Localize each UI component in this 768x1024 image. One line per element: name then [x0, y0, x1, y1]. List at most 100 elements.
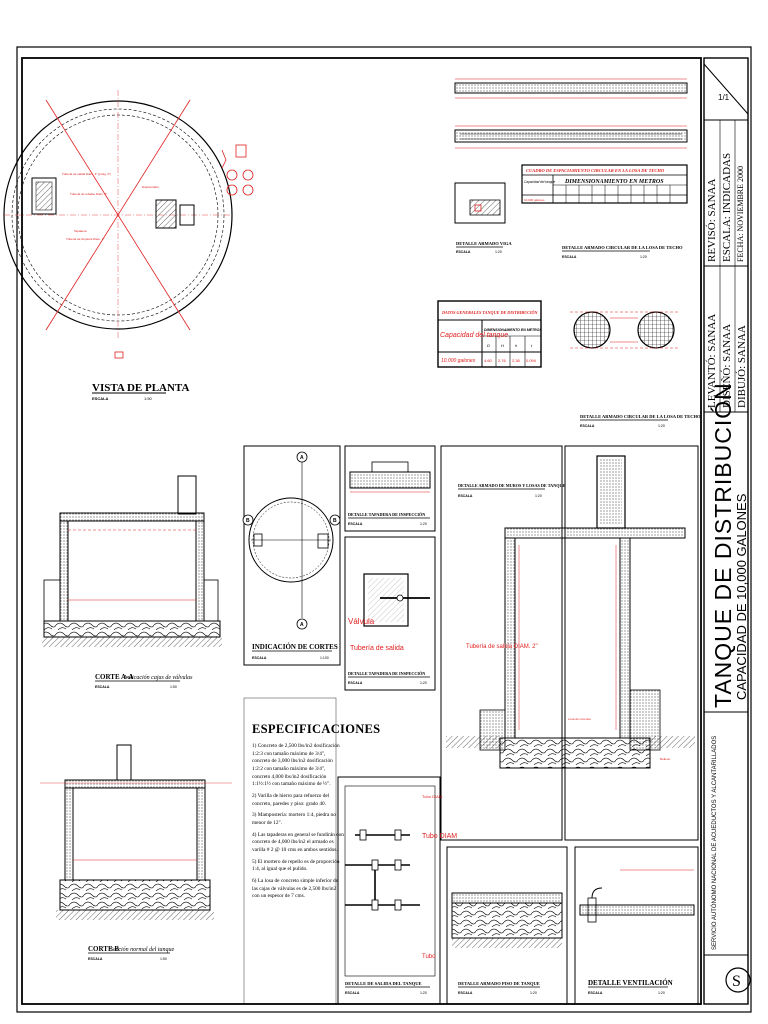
wall-scale: 1:20 [535, 494, 542, 498]
general-sub-header: D [487, 343, 490, 348]
plan-label: Hipoclorador [142, 185, 159, 189]
beam-scale-label: ESCALA [456, 250, 471, 254]
section-a-scale: 1:50 [170, 685, 177, 689]
section-b-title: CORTE B [88, 945, 119, 953]
cut-index-view: A A B B INDICACIÓN DE CORTES ESCALA 1:10… [242, 445, 341, 666]
vent-title: DETALLE VENTILACIÓN [588, 979, 673, 987]
general-row-value: 2.38 [512, 358, 521, 363]
general-sub-header: h [515, 343, 518, 348]
outlet-label: Tubo [422, 954, 436, 960]
plan-view: Tubería de salida Diam. 3" (prolg. 6") T… [3, 90, 233, 401]
spec-item: 2) Varilla de hierro para refuerzo del c… [252, 793, 330, 807]
plan-label: Tubería de salida Diam. 3" (prolg. 6") [62, 172, 111, 176]
lid-top-title: DETALLE TAPADERA DE INSPECCIÓN [348, 512, 425, 517]
plan-title: VISTA DE PLANTA [92, 382, 189, 394]
lid-front-label: Tubería de salida [350, 645, 404, 652]
vent-scale-label: ESCALA [588, 991, 603, 995]
roof-lab-scale: 1:20 [640, 255, 647, 259]
fitting-details [221, 144, 254, 196]
spec-title: ESPECIFICACIONES [252, 722, 381, 736]
beam-scale: 1:20 [495, 250, 502, 254]
lid-front-detail: Válvula Tubería de salida DETALLE TAPADE… [344, 536, 436, 691]
floor-detail: DETALLE ARMADO PISO DE TANQUE ESCALA 1:2… [446, 846, 568, 1005]
lid-front-scale: 1:20 [420, 681, 427, 685]
plan-scale-label: ESCALA [92, 396, 109, 401]
general-data-table: DATOS GENERALES TANQUE DE DISTRIBUCIÓN C… [437, 300, 542, 368]
cut-index-scale-label: ESCALA [252, 656, 267, 660]
floor-scale: 1:20 [530, 991, 537, 995]
cut-marker: B [333, 518, 337, 524]
drawing-capacity: CAPACIDAD DE 10,000 GALONES [734, 493, 749, 700]
roof-slab-sections [454, 78, 688, 149]
plan-label: Tubería de rebalse Diam. 3" [70, 192, 107, 196]
cut-index-title: INDICACIÓN DE CORTES [252, 643, 338, 651]
specifications: ESPECIFICACIONES 1) Concreto de 2,500 lb… [252, 722, 381, 905]
spec-item: 1) Concreto de 2,500 lbs/in2 dosificació… [252, 743, 340, 788]
sheet-number: 1/1 [718, 93, 730, 102]
credit-3: DIBUJÓ: SANAA [736, 325, 748, 408]
beam-detail: DETALLE ARMADO VIGA ESCALA 1:20 [454, 182, 512, 254]
spacing-table: CUADRO DE ESPACIAMIENTO CIRCULAR EN LA L… [521, 164, 688, 204]
section-b-scale: 1:50 [160, 957, 167, 961]
general-row-value: 2.76 [498, 358, 507, 363]
roof-mesh-detail: DETALLE ARMADO CIRCULAR DE LA LOSA DE TE… [562, 245, 701, 428]
wall-label: Relleno [660, 757, 671, 761]
check-1: REVISÓ: SANAA [706, 178, 718, 262]
check-3: FECHA: NOVIEMBRE 2000 [736, 165, 745, 262]
ventilation-detail: DETALLE VENTILACIÓN ESCALA 1:20 [574, 846, 699, 1005]
general-col-dims: DIMENSIONAMIENTO EN METROS [484, 328, 542, 332]
spec-item: 3) Mampostería: mortero 1:4, piedra no m… [252, 812, 336, 827]
floor-title: DETALLE ARMADO PISO DE TANQUE [458, 981, 540, 986]
wall-label: Losa de concreto [568, 717, 591, 721]
roof-lab-title: DETALLE ARMADO CIRCULAR DE LA LOSA DE TE… [562, 245, 683, 250]
logo-letter: S [732, 973, 741, 990]
lid-top-detail: DETALLE TAPADERA DE INSPECCIÓN ESCALA 1:… [344, 445, 436, 532]
outer-border [16, 46, 752, 1013]
cut-marker: B [246, 518, 250, 524]
outlet-scale-label: ESCALA [345, 991, 360, 995]
general-row-value: 4.60 [484, 358, 493, 363]
spacing-table-title: CUADRO DE ESPACIAMIENTO CIRCULAR EN LA L… [526, 168, 665, 173]
drawing-title: TANQUE DE DISTRIBUCIÓN [710, 382, 736, 708]
plan-scale: 1:50 [144, 396, 153, 401]
general-table-title: DATOS GENERALES TANQUE DE DISTRIBUCIÓN [441, 310, 539, 315]
section-a-view: CORTE A-A Indicación cajas de válvulas E… [42, 475, 222, 689]
lid-front-label: Válvula [348, 617, 375, 626]
general-col-capacity: Capacidad del tanque [440, 332, 508, 339]
spacing-col-dims: DIMENSIONAMIENTO EN METROS [564, 179, 664, 185]
spacing-col-capacity: Capacidad del tanque [524, 180, 555, 184]
cut-index-scale: 1:100 [320, 656, 329, 660]
outlet-scale: 1:20 [420, 991, 427, 995]
outlet-label: Tubo DIAM [422, 794, 442, 799]
section-a-subtitle: Indicación cajas de válvulas [123, 675, 193, 681]
plan-label: Tapadera [74, 229, 87, 233]
lid-front-title: DETALLE TAPADERA DE INSPECCIÓN [348, 671, 425, 676]
spec-frame [243, 697, 337, 1005]
general-row-value: 0.094 [526, 358, 537, 363]
wall-reinforcement-detail: Tubería de salida DIAM. 2" Losa de concr… [440, 445, 699, 841]
org-name: SERVICIO AUTÓNOMO NACIONAL DE ACUEDUCTOS… [712, 735, 718, 950]
beam-title: DETALLE ARMADO VIGA [456, 241, 512, 246]
outlet-label: Tubo DIAM [422, 833, 457, 840]
spec-item: 5) El mortero de repello es de proporció… [252, 858, 340, 873]
general-sub-header: t [531, 343, 533, 348]
spec-item: 4) Las tapaderas en general se fundirán … [252, 831, 344, 854]
roof-lab-scale-label: ESCALA [562, 255, 577, 259]
general-row-label: 10,000 galones [441, 358, 476, 364]
outlet-title: DETALLE DE SALIDA DEL TANQUE [345, 981, 422, 986]
cut-marker: A [300, 622, 304, 628]
wall-label: Tubería de salida DIAM. 2" [466, 644, 538, 650]
general-sub-header: H [501, 343, 504, 348]
cut-marker: A [300, 455, 304, 461]
section-a-scale-label: ESCALA [95, 685, 110, 689]
roof-section-title: DETALLE ARMADO CIRCULAR DE LA LOSA DE TE… [580, 414, 701, 419]
spacing-row-label: 10,000 galones [524, 198, 545, 202]
vent-scale: 1:20 [658, 991, 665, 995]
credit-2: DISEÑÓ: SANAA [721, 323, 733, 408]
credit-1: LEVANTÓ: SANAA [706, 313, 718, 408]
spec-item: 6) La losa de concreto simple inferior d… [252, 878, 339, 900]
section-a-title: CORTE A-A [95, 673, 133, 681]
lid-top-scale-label: ESCALA [348, 522, 363, 526]
plan-label: Tubería de limpieza Diam. 2" [66, 237, 104, 241]
